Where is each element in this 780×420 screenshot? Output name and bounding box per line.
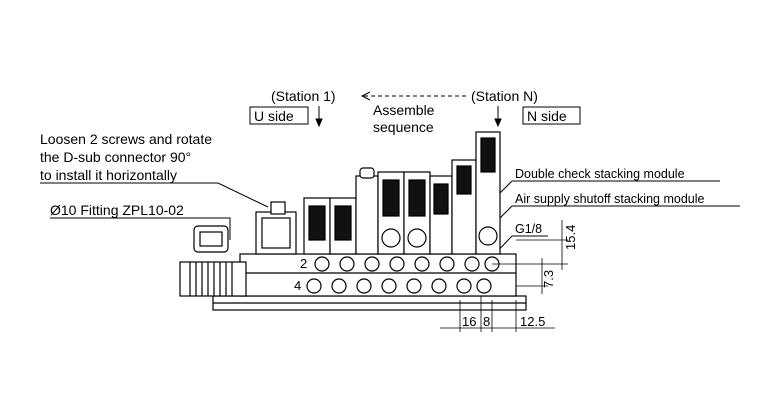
dim-15-4: 15.4 bbox=[563, 225, 578, 250]
port-row-2 bbox=[314, 256, 500, 272]
u-side-label: U side bbox=[254, 108, 294, 124]
n-side-label: N side bbox=[527, 108, 567, 124]
station-1-label: (Station 1) bbox=[271, 88, 336, 104]
station-n-label: (Station N) bbox=[471, 88, 538, 104]
assemble-text: Assemble bbox=[373, 102, 435, 118]
valve-modules bbox=[303, 131, 501, 255]
assemble-arrow bbox=[360, 91, 466, 101]
air-supply-label: Air supply shutoff stacking module bbox=[515, 192, 705, 206]
fitting-label: Ø10 Fitting ZPL10-02 bbox=[50, 202, 184, 218]
double-check-label: Double check stacking module bbox=[515, 167, 685, 181]
dim-16: 16 bbox=[462, 314, 476, 329]
n-side-box bbox=[522, 106, 581, 125]
g18-label: G1/8 bbox=[515, 222, 542, 236]
loosen-leader bbox=[40, 182, 269, 208]
down-arrows bbox=[315, 106, 502, 128]
fitting-leader bbox=[50, 217, 231, 240]
loosen-note-line-2: the D-sub connector 90° bbox=[40, 149, 191, 165]
u-side-box bbox=[249, 106, 309, 125]
sequence-text: sequence bbox=[373, 119, 434, 135]
port-row-4 bbox=[306, 278, 492, 294]
port-4-label: 4 bbox=[294, 278, 301, 293]
dimension-lines bbox=[440, 220, 568, 332]
dim-12-5: 12.5 bbox=[520, 314, 545, 329]
dim-8: 8 bbox=[483, 314, 490, 329]
dim-7-3: 7.3 bbox=[541, 270, 556, 288]
loosen-note-line-1: Loosen 2 screws and rotate bbox=[40, 131, 212, 147]
loosen-note-line-3: to install it horizontally bbox=[40, 167, 177, 183]
port-2-label: 2 bbox=[300, 256, 307, 271]
